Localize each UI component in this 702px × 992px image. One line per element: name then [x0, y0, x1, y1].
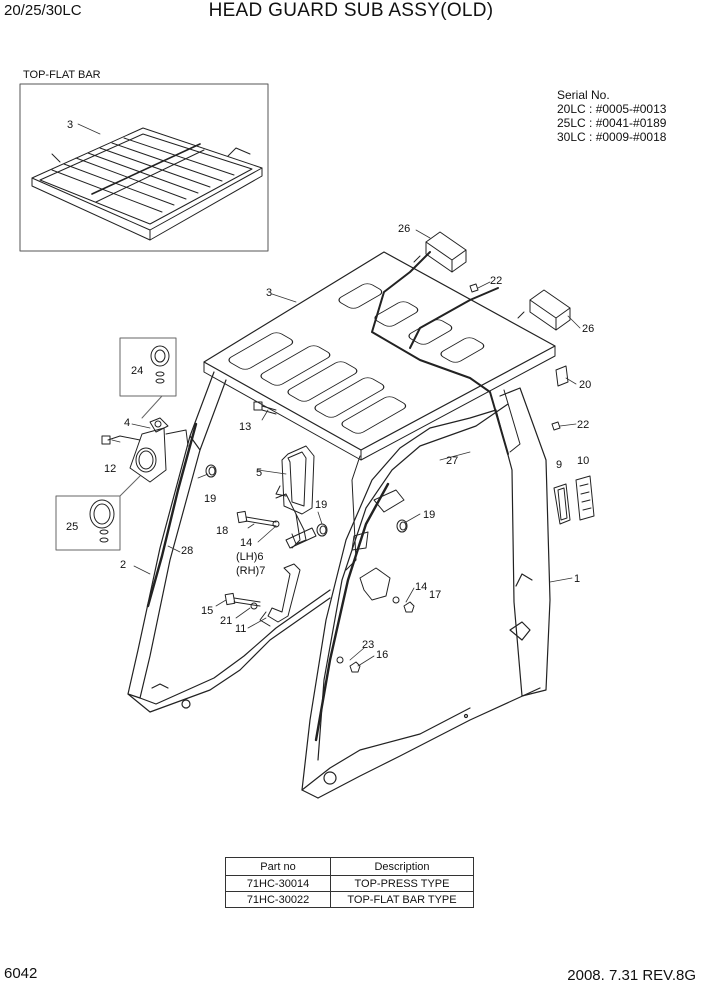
callout-18: 18: [216, 525, 228, 537]
nut-part: [336, 596, 415, 673]
callout-22: 22: [577, 419, 589, 431]
detail-box: [55, 495, 121, 551]
callout-3: 3: [266, 287, 272, 299]
callout-22: 22: [490, 275, 502, 287]
description-cell: TOP-FLAT BAR TYPE: [330, 891, 474, 908]
frame-rh-part: [301, 387, 551, 799]
callout-23: 23: [362, 639, 374, 651]
rear-lamp-part: [517, 289, 571, 331]
rear-crossbar-part: [345, 455, 361, 571]
work-lamp-part: [101, 417, 189, 483]
callout-28: 28: [181, 545, 193, 557]
part-number-cell: 71HC-30014: [225, 875, 331, 892]
page-title: HEAD GUARD SUB ASSY(OLD): [208, 0, 494, 21]
serial-heading: Serial No.: [557, 88, 610, 102]
roof-opening: [228, 332, 294, 370]
callout-26: 26: [582, 323, 594, 335]
side-seal-part: [314, 482, 390, 742]
callout-10: 10: [577, 455, 589, 467]
top-flat-bar-part: [31, 127, 263, 241]
callout-6-lh: (LH)6: [236, 551, 264, 563]
roof-opening: [287, 361, 358, 402]
roof-opening: [374, 301, 419, 327]
grab-handle-part: [259, 563, 301, 627]
callout-7-rh: (RH)7: [236, 565, 265, 577]
bolt-part: [224, 592, 261, 610]
table-header-row: Part no Description: [225, 857, 474, 876]
callout-14: 14: [415, 581, 427, 593]
serial-line: 30LC : #0009-#0018: [557, 130, 667, 144]
detail-box: [119, 337, 177, 397]
mirror-part: [275, 445, 315, 549]
page-number: 6042: [4, 965, 38, 982]
leader-lines: [77, 123, 581, 667]
callout-19: 19: [423, 509, 435, 521]
rear-crossbar-part: [503, 389, 521, 453]
roof-opening: [338, 283, 383, 309]
roof-panel-part: [203, 251, 556, 461]
side-seal-part: [146, 422, 198, 608]
callout-21: 21: [220, 615, 232, 627]
roof-opening: [314, 377, 385, 418]
date-revision: 2008. 7.31 REV.8G: [567, 967, 696, 984]
roof-opening: [260, 345, 331, 386]
callout-11: 11: [235, 623, 246, 635]
callout-9: 9: [556, 459, 562, 471]
rear-lamp-part: [413, 231, 467, 273]
serial-number-block: Serial No. 20LC : #0005-#0013 25LC : #00…: [557, 88, 666, 144]
part-number-cell: 71HC-30022: [225, 891, 331, 908]
table-row: 71HC-30022 TOP-FLAT BAR TYPE: [225, 891, 474, 908]
callout-19: 19: [204, 493, 216, 505]
callout-1: 1: [574, 573, 580, 585]
grommet-part: [205, 464, 408, 537]
inset-label: TOP-FLAT BAR: [23, 69, 101, 81]
callout-14: 14: [240, 537, 252, 549]
mirror-bracket-part: [275, 493, 317, 549]
callout-16: 16: [376, 649, 388, 661]
model-label: 20/25/30LC: [4, 2, 82, 19]
callout-17: 17: [429, 589, 441, 601]
roof-opening: [341, 396, 407, 434]
callout-12: 12: [104, 463, 116, 475]
callout-2: 2: [120, 559, 126, 571]
mount-bracket-part: [351, 489, 405, 601]
callout-27: 27: [446, 455, 458, 467]
callout-13: 13: [239, 421, 251, 433]
callout-26: 26: [398, 223, 410, 235]
column-header: Description: [330, 857, 474, 876]
callout-25: 25: [66, 521, 78, 533]
callout-labels: 3 26 22 3 26 24 20 4 13 22 27 12 5 9 10 …: [66, 119, 594, 661]
bulb-part: [150, 345, 170, 384]
wire-harness-part: [371, 251, 509, 455]
callout-24: 24: [131, 365, 143, 377]
bolt-part: [236, 510, 280, 528]
column-header: Part no: [225, 857, 331, 876]
callout-4: 4: [124, 417, 130, 429]
description-cell: TOP-PRESS TYPE: [330, 875, 474, 892]
callout-15: 15: [201, 605, 213, 617]
frame-lh-part: [127, 371, 331, 713]
serial-line: 20LC : #0005-#0013: [557, 102, 667, 116]
parts-table: Part no Description 71HC-30014 TOP-PRESS…: [225, 857, 474, 908]
reflector-part: [553, 475, 595, 525]
table-row: 71HC-30014 TOP-PRESS TYPE: [225, 875, 474, 892]
callout-20: 20: [579, 379, 591, 391]
callout-5: 5: [256, 467, 262, 479]
roof-opening: [440, 337, 485, 363]
lamp-lens-part: [89, 499, 115, 543]
inset-frame: [19, 83, 269, 252]
callout-3-inset: 3: [67, 119, 73, 131]
bolt-part: [253, 401, 277, 415]
callout-19: 19: [315, 499, 327, 511]
serial-line: 25LC : #0041-#0189: [557, 116, 667, 130]
clip-part: [469, 283, 569, 431]
wire-harness-part: [409, 287, 499, 349]
